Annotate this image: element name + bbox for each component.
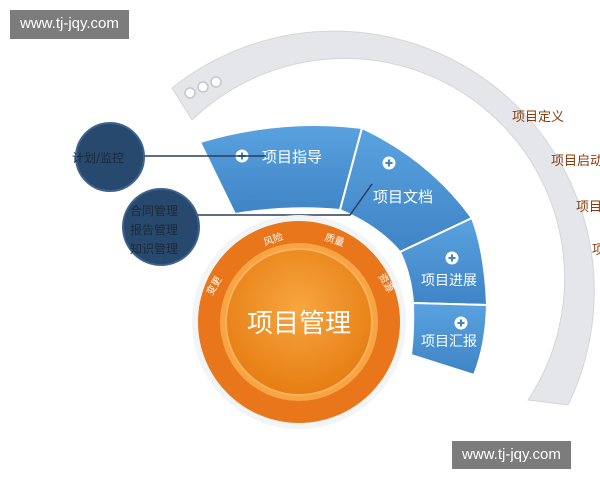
- management-label: 报告管理: [130, 222, 178, 237]
- segment-label: 项目指导: [262, 148, 322, 166]
- segment-project-progress[interactable]: 项目进展: [398, 216, 489, 307]
- plus-icon: [445, 251, 459, 265]
- dot-icon: [210, 76, 222, 88]
- project-management-core: [192, 215, 406, 429]
- outer-gray-arc: [171, 30, 595, 406]
- watermark-top: www.tj-jqy.com: [10, 10, 129, 39]
- phase-label: 项目定义: [512, 110, 564, 125]
- ring-label-quality: 质量: [323, 231, 346, 249]
- plus-icon: [454, 316, 468, 330]
- segment-project-docs[interactable]: 项目文档: [338, 126, 474, 254]
- core-title: 项目管理: [247, 309, 351, 339]
- phase-label: 项: [592, 243, 600, 258]
- plan-control-node: [75, 122, 145, 192]
- plus-icon: [382, 156, 396, 170]
- management-label: 合同管理: [130, 203, 178, 218]
- segment-label: 项目汇报: [421, 334, 477, 350]
- segment-project-report[interactable]: 项目汇报: [409, 301, 489, 377]
- segment-label: 项目进展: [421, 273, 477, 289]
- phase-label: 项目启动: [551, 154, 600, 169]
- segment-label: 项目文档: [373, 188, 433, 206]
- segment-project-guidance[interactable]: 项目指导: [198, 124, 364, 216]
- management-node: [122, 188, 200, 266]
- dot-icon: [197, 81, 209, 93]
- phase-label: 项目: [576, 200, 600, 215]
- management-label: 知识管理: [130, 241, 178, 256]
- watermark-bottom: www.tj-jqy.com: [452, 441, 571, 469]
- plan-control-label: 计划/监控: [72, 151, 124, 165]
- connector-line: [196, 183, 373, 216]
- dot-icon: [184, 87, 196, 99]
